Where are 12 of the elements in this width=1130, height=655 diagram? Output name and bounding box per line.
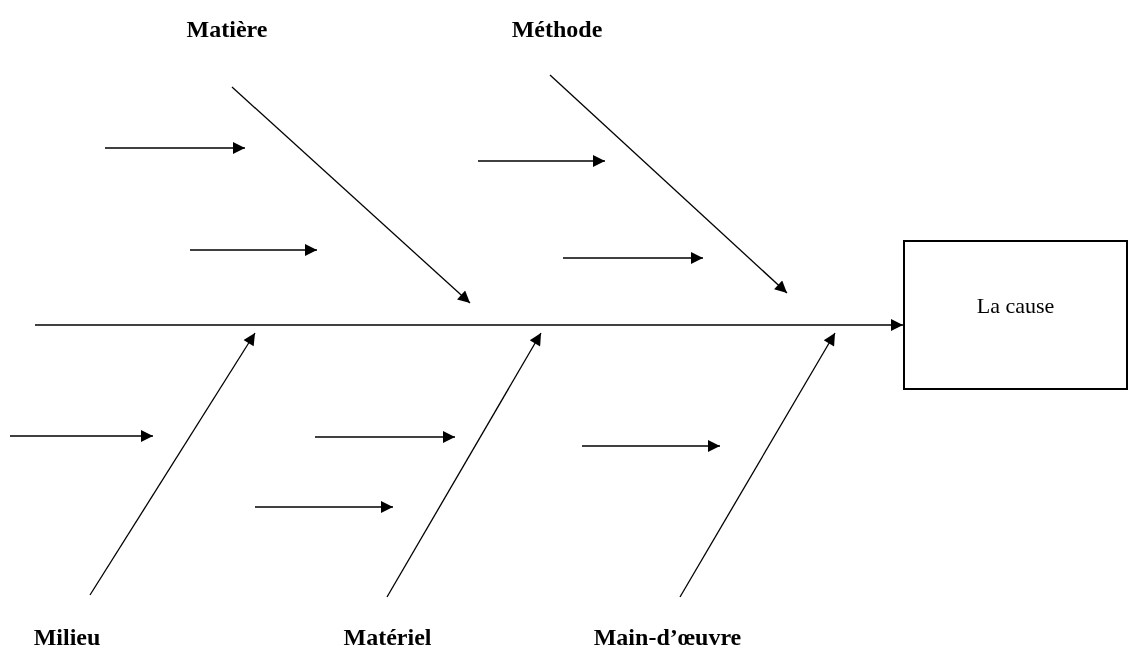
category-label: Matériel: [325, 620, 450, 654]
arrow: [549, 74, 788, 294]
category-label: Milieu: [22, 620, 112, 654]
category-label: Matière: [167, 12, 287, 46]
category-label: Méthode: [492, 12, 622, 46]
category-label: Main-d’œuvre: [575, 620, 760, 654]
effect-box: La cause: [903, 240, 1128, 390]
arrow: [231, 86, 471, 304]
arrow: [679, 332, 836, 598]
arrow: [386, 332, 542, 598]
arrow: [34, 319, 904, 331]
arrow: [89, 332, 256, 596]
